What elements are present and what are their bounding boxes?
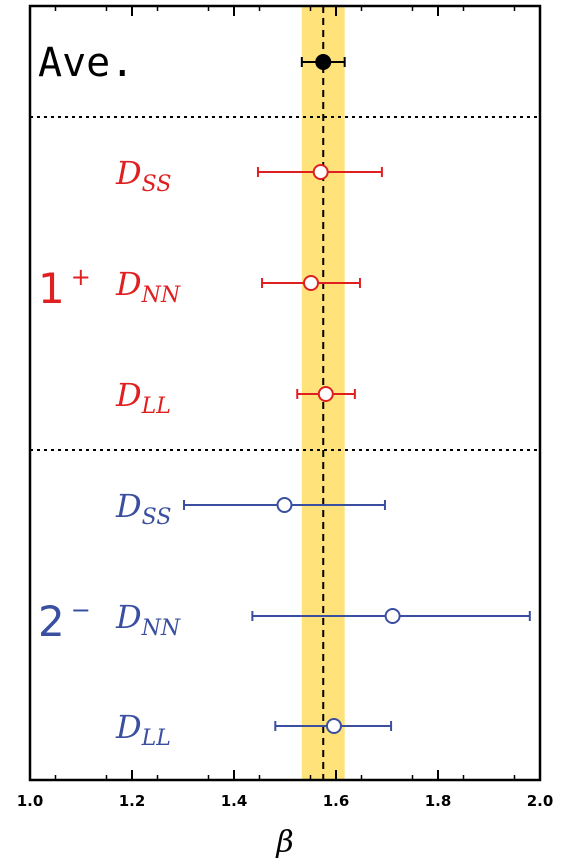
data-point	[325, 718, 342, 734]
data-row: DLL	[115, 708, 393, 751]
group-label: 2−	[38, 596, 91, 646]
row-label: DSS	[115, 487, 171, 530]
data-row: DSS	[115, 487, 386, 530]
x-tick-label: 1.2	[119, 792, 146, 810]
x-axis-label: β	[275, 825, 293, 860]
x-tick-label: 1.4	[221, 792, 248, 810]
data-row: DNN	[115, 598, 531, 641]
data-row: DLL	[115, 376, 356, 419]
row-label: DNN	[115, 598, 181, 641]
x-tick-label: 1.6	[323, 792, 350, 810]
group-label: 1+	[38, 263, 91, 313]
x-tick-label: 1.0	[17, 792, 44, 810]
data-point	[384, 608, 401, 624]
x-tick-label: 2.0	[527, 792, 554, 810]
row-label: DNN	[115, 265, 181, 308]
data-point	[303, 275, 320, 291]
row-label: DLL	[115, 708, 171, 751]
x-tick-label: 1.8	[425, 792, 452, 810]
data-point	[276, 497, 293, 513]
data-row: Ave.	[38, 40, 346, 86]
data-point	[312, 164, 329, 180]
ave-label: Ave.	[38, 40, 134, 86]
row-label: DSS	[115, 154, 171, 197]
data-point	[315, 54, 332, 70]
row-label: DLL	[115, 376, 171, 419]
data-row: DNN	[115, 265, 361, 308]
plot-frame	[28, 4, 542, 782]
data-row: DSS	[115, 154, 383, 197]
data-point	[317, 386, 334, 402]
